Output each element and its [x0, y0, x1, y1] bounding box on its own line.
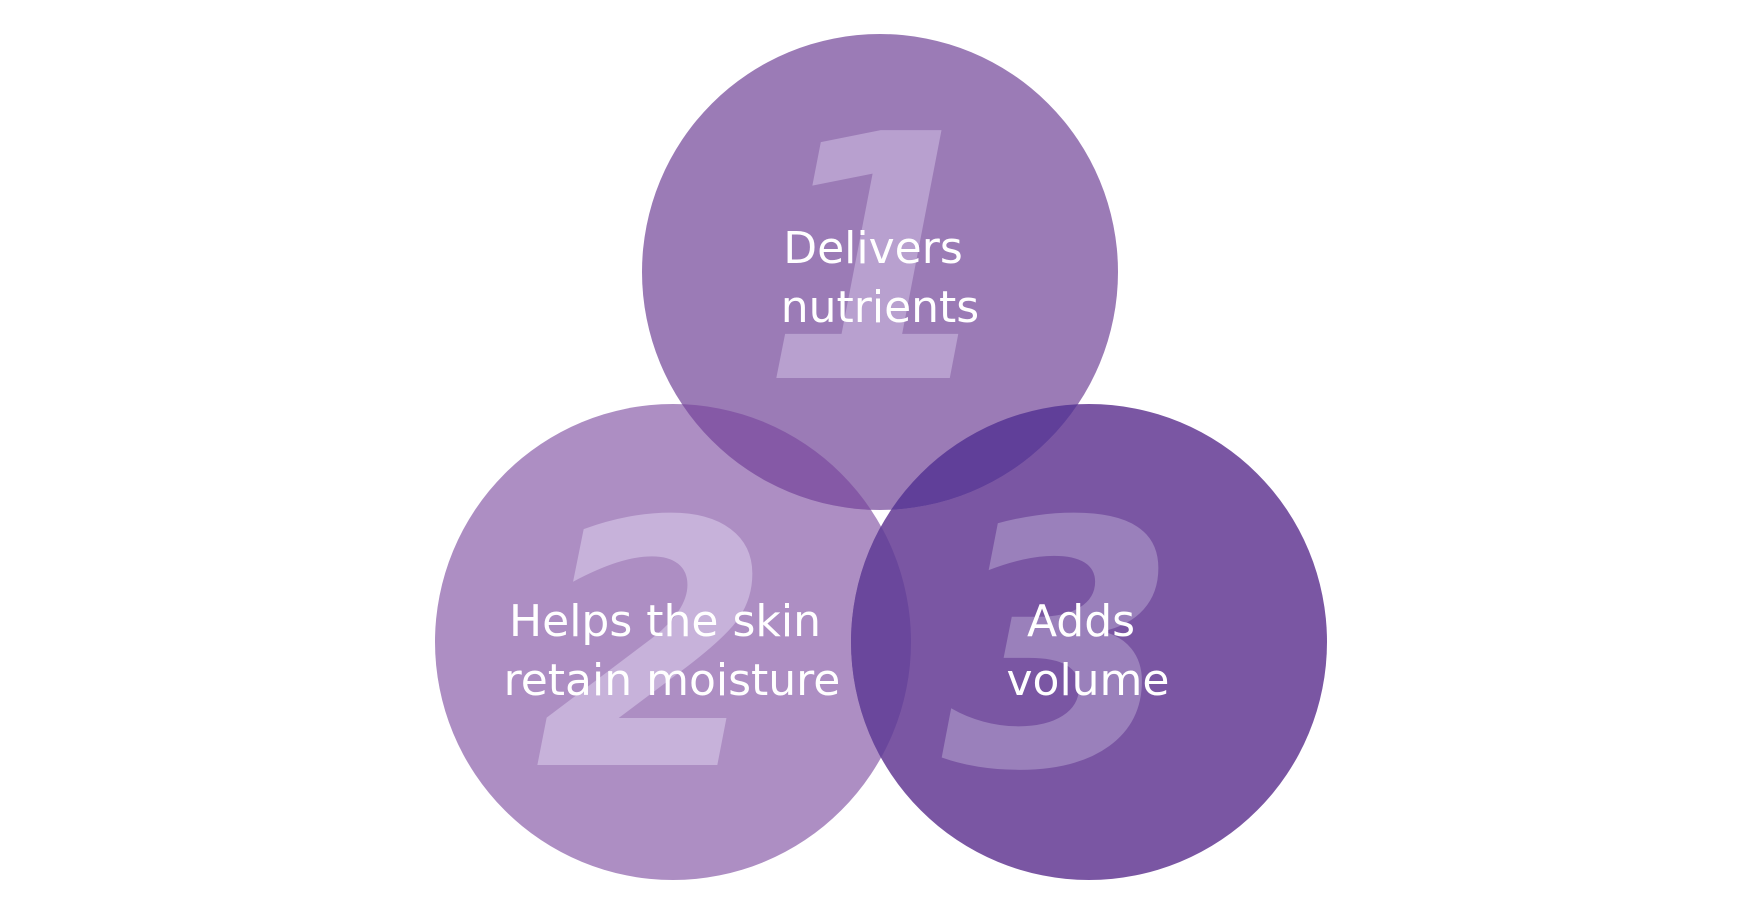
circle-1-label: Delivers nutrients: [781, 223, 979, 333]
circle-1-numeral: 1: [762, 63, 999, 459]
circle-1-label-line-1: Delivers: [783, 223, 963, 274]
circle-2-group: 2: [435, 404, 911, 880]
circle-2-label: Helps the skin retain moisture: [504, 596, 841, 706]
circle-1-label-line-2: nutrients: [781, 282, 979, 333]
circle-2-numeral: 2: [535, 450, 772, 846]
circle-3: [851, 404, 1327, 880]
circle-3-numeral: 3: [942, 450, 1179, 846]
circle-1-group: 1: [642, 34, 1118, 510]
circle-3-label: Adds volume: [1006, 596, 1169, 706]
circle-3-label-line-1: Adds: [1027, 596, 1135, 647]
circle-2-label-line-1: Helps the skin: [509, 596, 821, 647]
circle-3-group: 3: [851, 404, 1327, 880]
circle-2: [435, 404, 911, 880]
circle-1: [642, 34, 1118, 510]
circle-3-label-line-2: volume: [1006, 655, 1169, 706]
circle-2-label-line-2: retain moisture: [504, 655, 841, 706]
